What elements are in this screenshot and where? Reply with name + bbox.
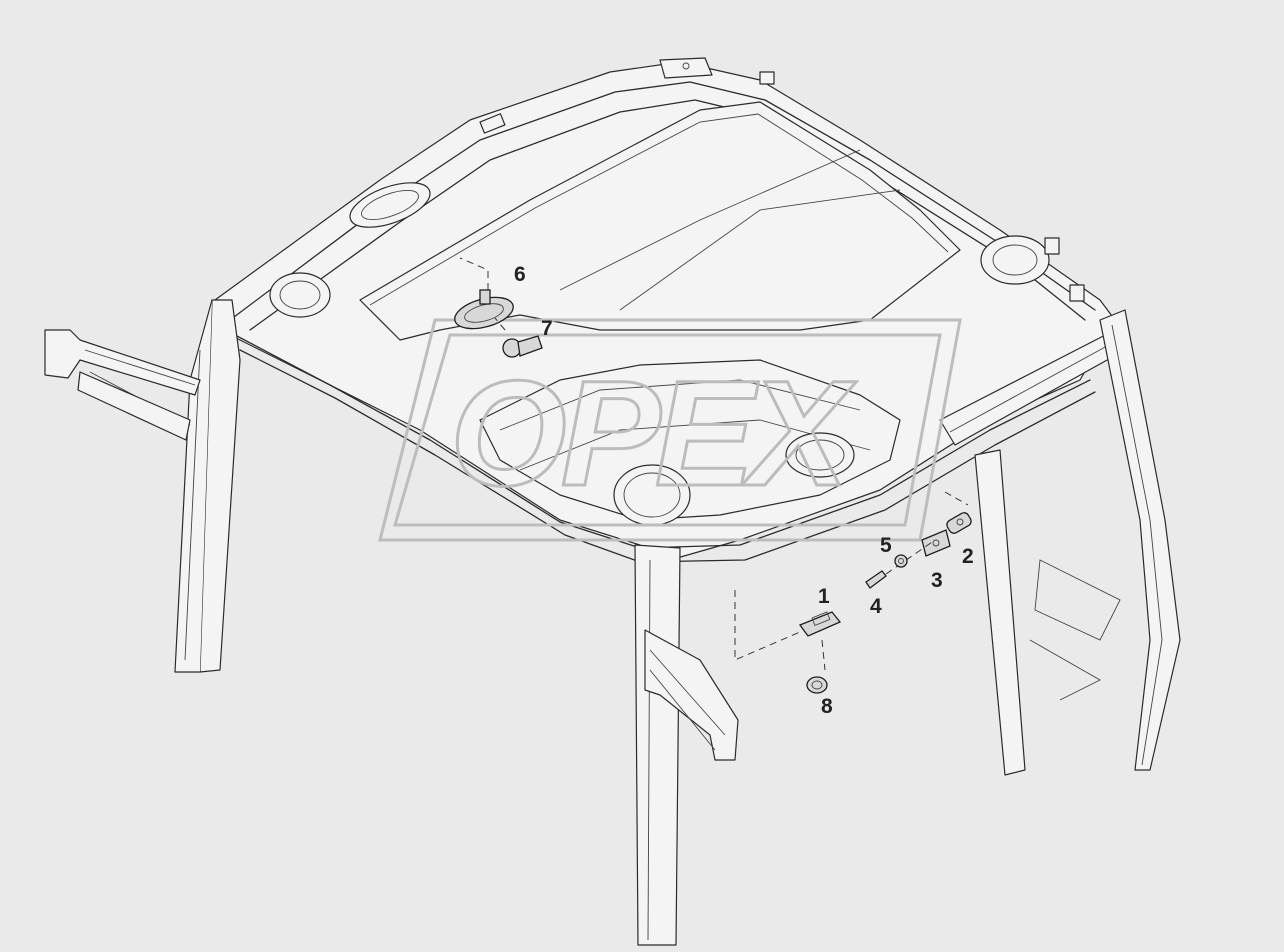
part-5-washer <box>894 554 908 568</box>
roof-shell <box>214 57 1126 563</box>
part-2-plate <box>944 491 972 534</box>
part-1-lamp <box>734 590 842 671</box>
left-arm-bracket <box>44 329 201 441</box>
part-6-lamp-base <box>454 257 514 330</box>
watermark-text: OPEX <box>450 349 857 517</box>
callout-labels: 6 7 1 2 3 4 5 8 <box>514 263 974 718</box>
part-8-bulb <box>806 676 828 694</box>
callout-5: 5 <box>880 534 892 557</box>
callout-3: 3 <box>931 569 943 592</box>
watermark: OPEX <box>378 318 962 542</box>
part-7-bulb <box>494 317 543 358</box>
part-3-bracket <box>921 529 951 557</box>
callout-7: 7 <box>541 317 553 340</box>
callout-2: 2 <box>962 545 974 568</box>
callout-4: 4 <box>870 595 882 618</box>
callout-1: 1 <box>818 585 830 608</box>
part-4-screw <box>865 539 936 589</box>
callout-8: 8 <box>821 695 833 718</box>
cab-pillars <box>174 299 1181 946</box>
lower-arm-bracket <box>644 629 739 761</box>
callout-6: 6 <box>514 263 526 286</box>
